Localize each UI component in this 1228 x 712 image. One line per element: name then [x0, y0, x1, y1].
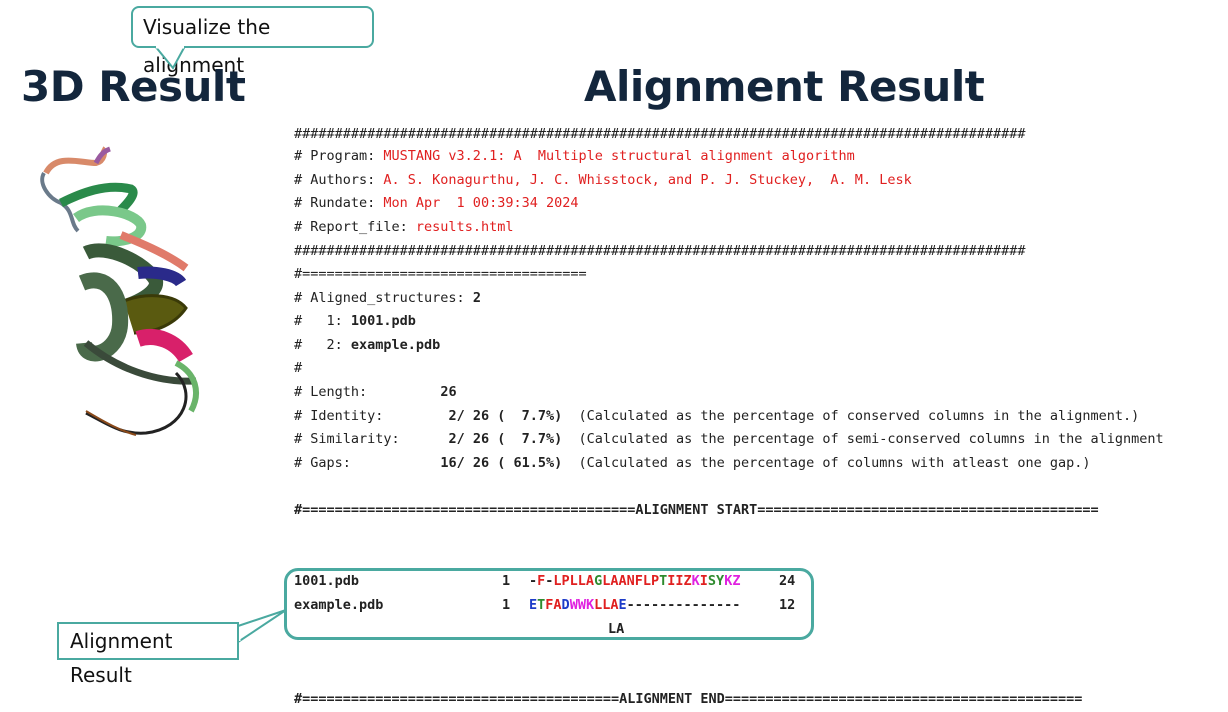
- hash-line-top: ########################################…: [294, 126, 1026, 142]
- callout-visualize-tail: [155, 46, 187, 70]
- sequence-segment: G: [594, 573, 603, 589]
- sequence-segment: FA: [545, 597, 562, 613]
- row1-start: 1: [502, 573, 511, 589]
- hash-only-line: #: [294, 360, 303, 376]
- similarity-line: # Similarity: 2/ 26 ( 7.7%) (Calculated …: [294, 431, 1164, 447]
- report-file-line: # Report_file: results.html: [294, 219, 514, 235]
- sequence-segment: -: [545, 573, 554, 589]
- protein-3d-structure-image[interactable]: [26, 143, 226, 443]
- row1-end: 24: [779, 573, 796, 589]
- sequence-segment: E: [529, 597, 538, 613]
- sequence-segment: I: [699, 573, 708, 589]
- callout-alignment-result: Alignment Result: [57, 622, 239, 687]
- row1-sequence: -F-LPLLAGLAANFLPTIIZKISYKZ: [529, 571, 740, 591]
- length-line: # Length: 26: [294, 384, 457, 400]
- mustang-report: ########################################…: [294, 124, 1164, 707]
- sequence-segment: F: [537, 573, 546, 589]
- report-rundate-line: # Rundate: Mon Apr 1 00:39:34 2024: [294, 195, 579, 211]
- sequence-segment: D: [561, 597, 570, 613]
- sequence-segment: LPLLA: [553, 573, 595, 589]
- sequence-segment: IIZ: [667, 573, 692, 589]
- row2-start: 1: [502, 597, 511, 613]
- row1-name: 1001.pdb: [294, 573, 360, 589]
- hash-line-bottom: ########################################…: [294, 243, 1026, 259]
- sequence-segment: K: [691, 573, 700, 589]
- structure-2-line: # 2: example.pdb: [294, 337, 441, 353]
- row2-end: 12: [779, 597, 796, 613]
- callout-visualize-text: Visualize the alignment: [143, 15, 271, 77]
- report-file-link[interactable]: results.html: [415, 219, 514, 235]
- sequence-segment: -: [529, 573, 538, 589]
- authors-value: A. S. Konagurthu, J. C. Whisstock, and P…: [383, 172, 912, 188]
- callout-alignment-text: Alignment Result: [70, 629, 173, 687]
- callout-visualize: Visualize the alignment: [131, 6, 374, 77]
- sequence-segment: --------------: [626, 597, 741, 613]
- sequence-segment: KZ: [724, 573, 741, 589]
- row2-name: example.pdb: [294, 597, 384, 613]
- alignment-end-line: #=======================================…: [294, 691, 1083, 707]
- structure-1-name: 1001.pdb: [350, 313, 416, 329]
- sequence-segment: T: [659, 573, 668, 589]
- heading-alignment-result: Alignment Result: [584, 62, 985, 111]
- alignment-box: [284, 568, 814, 640]
- structure-2-name: example.pdb: [350, 337, 441, 353]
- sequence-segment: SY: [707, 573, 725, 589]
- heading-3d-result: 3D Result: [21, 62, 246, 111]
- row2-sequence: ETFADWWKLLAE--------------: [529, 595, 740, 615]
- report-program-line: # Program: MUSTANG v3.2.1: A Multiple st…: [294, 148, 855, 164]
- sequence-segment: WWK: [569, 597, 595, 613]
- identity-line: # Identity: 2/ 26 ( 7.7%) (Calculated as…: [294, 408, 1140, 424]
- alignment-start-line: #=======================================…: [294, 502, 1099, 518]
- program-value: MUSTANG v3.2.1: A Multiple structural al…: [383, 148, 855, 164]
- sequence-segment: LAANFLP: [602, 573, 660, 589]
- gaps-line: # Gaps: 16/ 26 ( 61.5%) (Calculated as t…: [294, 455, 1091, 471]
- aligned-structures-line: # Aligned_structures: 2: [294, 290, 481, 306]
- sequence-segment: E: [618, 597, 627, 613]
- rundate-value: Mon Apr 1 00:39:34 2024: [383, 195, 579, 211]
- consensus-line: LA: [608, 621, 625, 637]
- sequence-segment: LLA: [594, 597, 619, 613]
- structure-1-line: # 1: 1001.pdb: [294, 313, 416, 329]
- sequence-segment: T: [537, 597, 546, 613]
- equals-line: #===================================: [294, 266, 587, 282]
- callout-alignment-tail: [237, 609, 287, 644]
- report-authors-line: # Authors: A. S. Konagurthu, J. C. Whiss…: [294, 172, 912, 188]
